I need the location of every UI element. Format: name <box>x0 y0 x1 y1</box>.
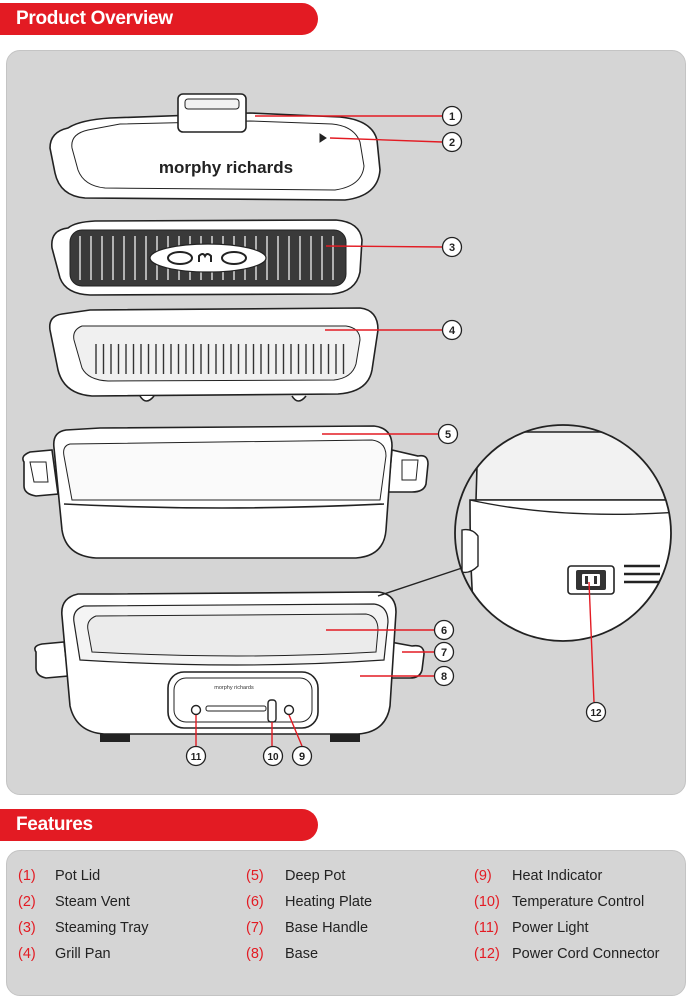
svg-text:5: 5 <box>445 429 451 441</box>
product-overview-heading: Product Overview <box>0 3 318 35</box>
feature-item: (6) Heating Plate <box>246 894 372 910</box>
feature-number: (11) <box>474 920 499 936</box>
pot-lid-illustration: morphy richards <box>49 93 381 201</box>
feature-number: (2) <box>18 894 36 910</box>
callout-11: 11 <box>185 745 207 767</box>
feature-number: (7) <box>246 920 264 936</box>
svg-text:2: 2 <box>449 137 455 149</box>
power-connector-zoom <box>377 424 672 642</box>
feature-number: (6) <box>246 894 264 910</box>
feature-number: (8) <box>246 946 264 962</box>
feature-item: (10) Temperature Control <box>474 894 644 910</box>
feature-label: Heating Plate <box>285 894 373 910</box>
svg-text:3: 3 <box>449 242 455 254</box>
heat-indicator-light <box>283 704 295 716</box>
base-brand-logo: morphy richards <box>214 685 254 691</box>
callout-10: 10 <box>262 745 284 767</box>
callout-8: 8 <box>433 665 455 687</box>
svg-text:12: 12 <box>590 708 602 719</box>
base-illustration: morphy richards <box>34 591 425 742</box>
feature-number: (10) <box>474 894 500 910</box>
feature-label: Base <box>285 946 319 962</box>
feature-item: (1) Pot Lid <box>18 868 100 884</box>
feature-item: (11) Power Light <box>474 920 589 936</box>
features-panel <box>6 850 686 996</box>
temperature-control-knob[interactable] <box>267 699 277 723</box>
svg-text:11: 11 <box>191 752 202 763</box>
feature-label: Steaming Tray <box>55 920 149 936</box>
feature-number: (3) <box>18 920 36 936</box>
callout-4: 4 <box>441 319 463 341</box>
feature-label: Power Cord Connector <box>512 946 660 962</box>
feature-item: (7) Base Handle <box>246 920 368 936</box>
callout-9: 9 <box>291 745 313 767</box>
steam-vent-icon <box>319 133 327 143</box>
svg-text:9: 9 <box>299 751 305 763</box>
power-light-indicator <box>190 704 202 716</box>
leader-lines <box>195 115 595 747</box>
feature-label: Grill Pan <box>55 946 111 962</box>
callout-7: 7 <box>433 641 455 663</box>
feature-label: Base Handle <box>285 920 369 936</box>
svg-text:1: 1 <box>449 111 455 123</box>
callout-6: 6 <box>433 619 455 641</box>
feature-item: (9) Heat Indicator <box>474 868 602 884</box>
feature-number: (1) <box>18 868 36 884</box>
feature-label: Steam Vent <box>55 894 130 910</box>
product-exploded-diagram: morphy richards <box>22 93 672 767</box>
callout-1: 1 <box>441 105 463 127</box>
feature-item: (2) Steam Vent <box>18 894 130 910</box>
callout-12: 12 <box>585 701 607 723</box>
feature-label: Power Light <box>512 920 589 936</box>
feature-label: Heat Indicator <box>512 868 603 884</box>
feature-item: (12) Power Cord Connector <box>474 946 660 962</box>
callout-5: 5 <box>437 423 459 445</box>
steaming-tray-illustration <box>51 219 363 296</box>
feature-item: (8) Base <box>246 946 318 962</box>
svg-text:6: 6 <box>441 625 447 637</box>
feature-label: Deep Pot <box>285 868 346 884</box>
feature-item: (3) Steaming Tray <box>18 920 149 936</box>
feature-number: (4) <box>18 946 36 962</box>
deep-pot-illustration <box>22 425 429 559</box>
feature-label: Temperature Control <box>512 894 645 910</box>
svg-text:7: 7 <box>441 647 447 659</box>
feature-item: (5) Deep Pot <box>246 868 345 884</box>
feature-number: (5) <box>246 868 264 884</box>
feature-label: Pot Lid <box>55 868 101 884</box>
grill-pan-illustration <box>48 307 379 402</box>
feature-number: (9) <box>474 868 492 884</box>
svg-text:10: 10 <box>267 752 279 763</box>
callout-3: 3 <box>441 236 463 258</box>
feature-number: (12) <box>474 946 500 962</box>
features-heading: Features <box>0 809 318 841</box>
feature-item: (4) Grill Pan <box>18 946 111 962</box>
svg-text:4: 4 <box>449 325 456 337</box>
lid-brand-logo: morphy richards <box>159 158 293 177</box>
callout-2: 2 <box>441 131 463 153</box>
svg-text:8: 8 <box>441 671 447 683</box>
